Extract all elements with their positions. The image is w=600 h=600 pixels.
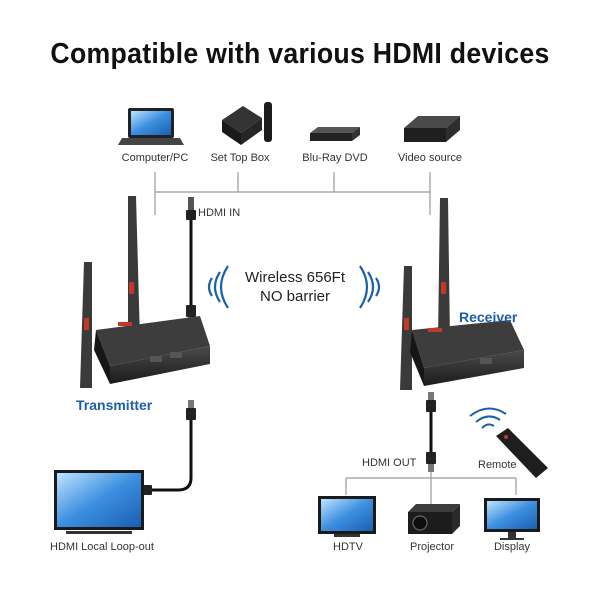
hdmi-in-cable <box>186 197 196 325</box>
display-icon <box>484 498 540 540</box>
source-bracket <box>154 172 431 215</box>
hdmi-out-cable <box>426 392 436 472</box>
video-source-icon <box>404 116 460 142</box>
hdtv-icon <box>318 496 376 537</box>
loopout-cable <box>140 400 196 495</box>
remote-label: Remote <box>478 459 517 471</box>
signal-icon-left <box>207 265 229 309</box>
loopout-tv-icon <box>54 470 144 534</box>
display-label: Display <box>493 541 531 553</box>
page-title: Compatible with various HDMI devices <box>50 38 550 70</box>
hdmi-in-label: HDMI IN <box>198 207 241 219</box>
set-top-box-icon <box>222 102 272 145</box>
signal-icon-right <box>359 265 381 309</box>
transmitter-label: Transmitter <box>76 397 153 413</box>
wireless-range-label: Wireless 656Ft NO barrier <box>228 268 362 306</box>
loopout-label: HDMI Local Loop-out <box>50 541 154 553</box>
hdtv-label: HDTV <box>333 541 363 553</box>
output-bracket <box>345 472 517 505</box>
wireless-line-1: Wireless 656Ft <box>244 269 346 286</box>
transmitter-device <box>80 196 210 388</box>
computer-label: Computer/PC <box>121 152 189 164</box>
receiver-label: Receiver <box>459 309 518 325</box>
receiver-device <box>400 198 524 390</box>
remote-control-icon <box>496 428 548 478</box>
video-source-label: Video source <box>397 152 462 164</box>
laptop-icon <box>118 108 184 145</box>
projector-label: Projector <box>409 541 455 553</box>
projector-icon <box>408 504 460 534</box>
bluray-player-icon <box>310 127 360 141</box>
wireless-line-2: NO barrier <box>259 288 330 305</box>
set-top-box-label: Set Top Box <box>210 152 270 164</box>
hdmi-out-label: HDMI OUT <box>362 457 417 469</box>
remote-signal-icon <box>469 407 507 429</box>
bluray-label: Blu-Ray DVD <box>302 152 368 164</box>
